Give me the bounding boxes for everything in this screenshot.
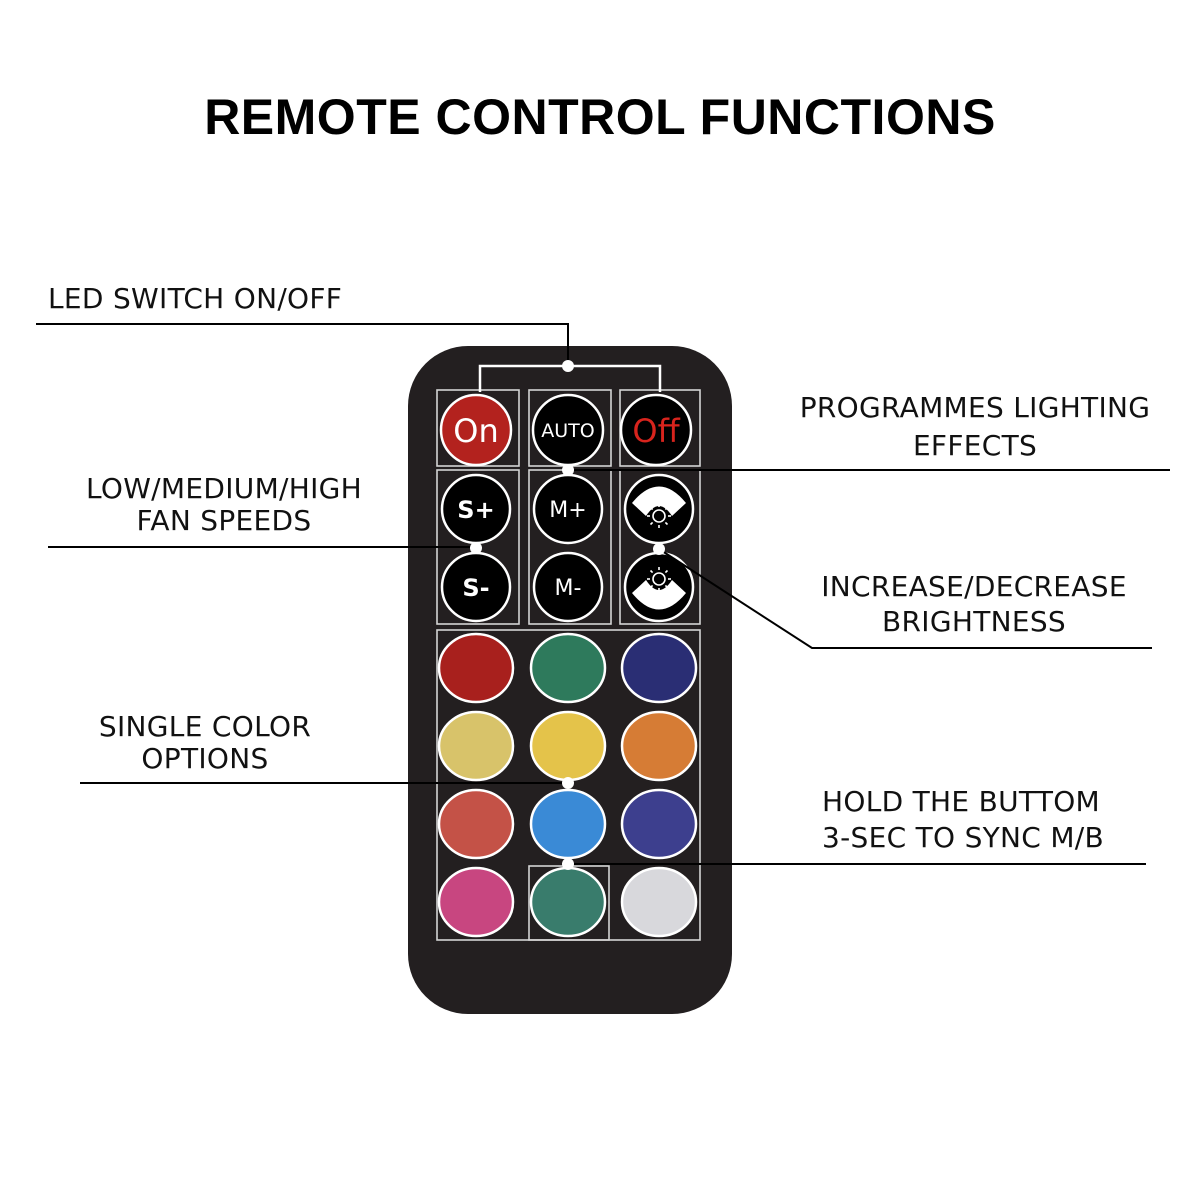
leader-line-led-switch <box>36 323 569 366</box>
mode-up-button[interactable]: M+ <box>532 473 604 545</box>
page-title: REMOTE CONTROL FUNCTIONS <box>204 89 996 145</box>
chevron-down-icon <box>632 580 686 610</box>
brightness-up-button[interactable] <box>623 473 695 545</box>
svg-text:Off: Off <box>632 412 680 450</box>
svg-text:S+: S+ <box>457 496 494 524</box>
svg-text:M+: M+ <box>549 498 586 523</box>
color-swatch-grid <box>437 632 698 938</box>
mode-down-button[interactable]: M- <box>532 551 604 623</box>
on-button[interactable]: On <box>439 393 513 467</box>
speed-up-button[interactable]: S+ <box>440 473 512 545</box>
svg-text:AUTO: AUTO <box>541 420 594 442</box>
color-swatch-button[interactable] <box>620 710 698 782</box>
callout-programmes: PROGRAMMES LIGHTING EFFECTS <box>799 391 1151 462</box>
callout-single-color: SINGLE COLOR OPTIONS <box>98 710 312 775</box>
speed-down-button[interactable]: S- <box>440 551 512 623</box>
chevron-up-icon <box>632 486 686 516</box>
sun-icon <box>647 504 671 528</box>
sun-icon <box>647 567 671 591</box>
callout-fan-speeds: LOW/MEDIUM/HIGH FAN SPEEDS <box>85 472 363 537</box>
off-button[interactable]: Off <box>619 393 693 467</box>
callout-brightness: INCREASE/DECREASE BRIGHTNESS <box>821 570 1127 638</box>
svg-text:S-: S- <box>462 574 489 602</box>
callout-sync: HOLD THE BUTTOM 3-SEC TO SYNC M/B <box>822 785 1105 854</box>
color-swatch-button[interactable] <box>437 632 515 704</box>
color-swatch-button[interactable] <box>529 788 607 860</box>
auto-button[interactable]: AUTO <box>531 393 605 467</box>
color-swatch-button[interactable] <box>620 866 698 938</box>
color-swatch-button[interactable] <box>437 788 515 860</box>
color-swatch-button[interactable] <box>620 788 698 860</box>
svg-text:M-: M- <box>555 576 582 601</box>
color-swatch-button[interactable] <box>620 632 698 704</box>
color-swatch-button[interactable] <box>437 710 515 782</box>
color-swatch-button[interactable] <box>437 866 515 938</box>
svg-text:On: On <box>453 412 498 450</box>
color-swatch-button[interactable] <box>529 632 607 704</box>
color-swatch-button[interactable] <box>529 866 607 938</box>
leader-line-brightness <box>658 548 1152 649</box>
callout-led-switch: LED SWITCH ON/OFF <box>48 282 343 315</box>
color-swatch-button[interactable] <box>529 710 607 782</box>
brightness-down-button[interactable] <box>623 551 695 623</box>
